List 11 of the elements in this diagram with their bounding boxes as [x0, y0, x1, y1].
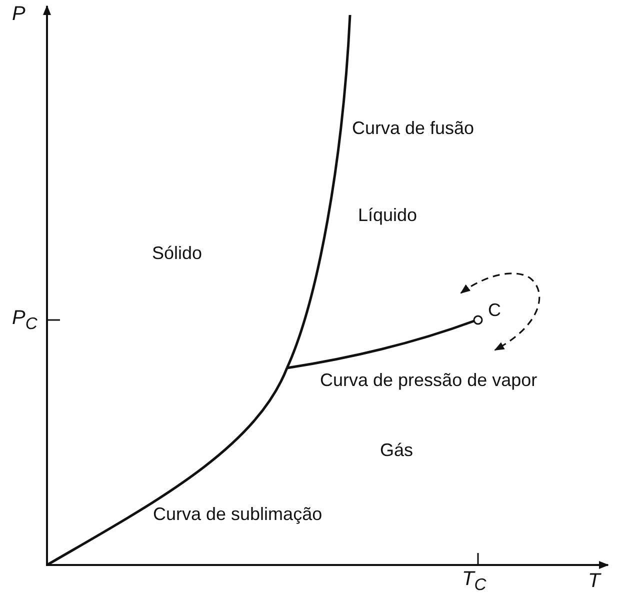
point-label: C — [488, 300, 501, 320]
axis-label: P — [12, 4, 26, 24]
region-label: Gás — [380, 440, 414, 460]
curve-label: Curva de sublimação — [153, 504, 322, 524]
region-label: Líquido — [358, 205, 418, 225]
curve-label: Curva de fusão — [352, 118, 474, 138]
axis-label: P$_{C}$ — [12, 308, 38, 334]
axis-label: T — [588, 571, 600, 591]
curve-label: Curva de pressão de vapor — [320, 370, 538, 390]
axis-label: T$_{C}$ — [462, 569, 486, 595]
region-label: Sólido — [152, 243, 202, 263]
